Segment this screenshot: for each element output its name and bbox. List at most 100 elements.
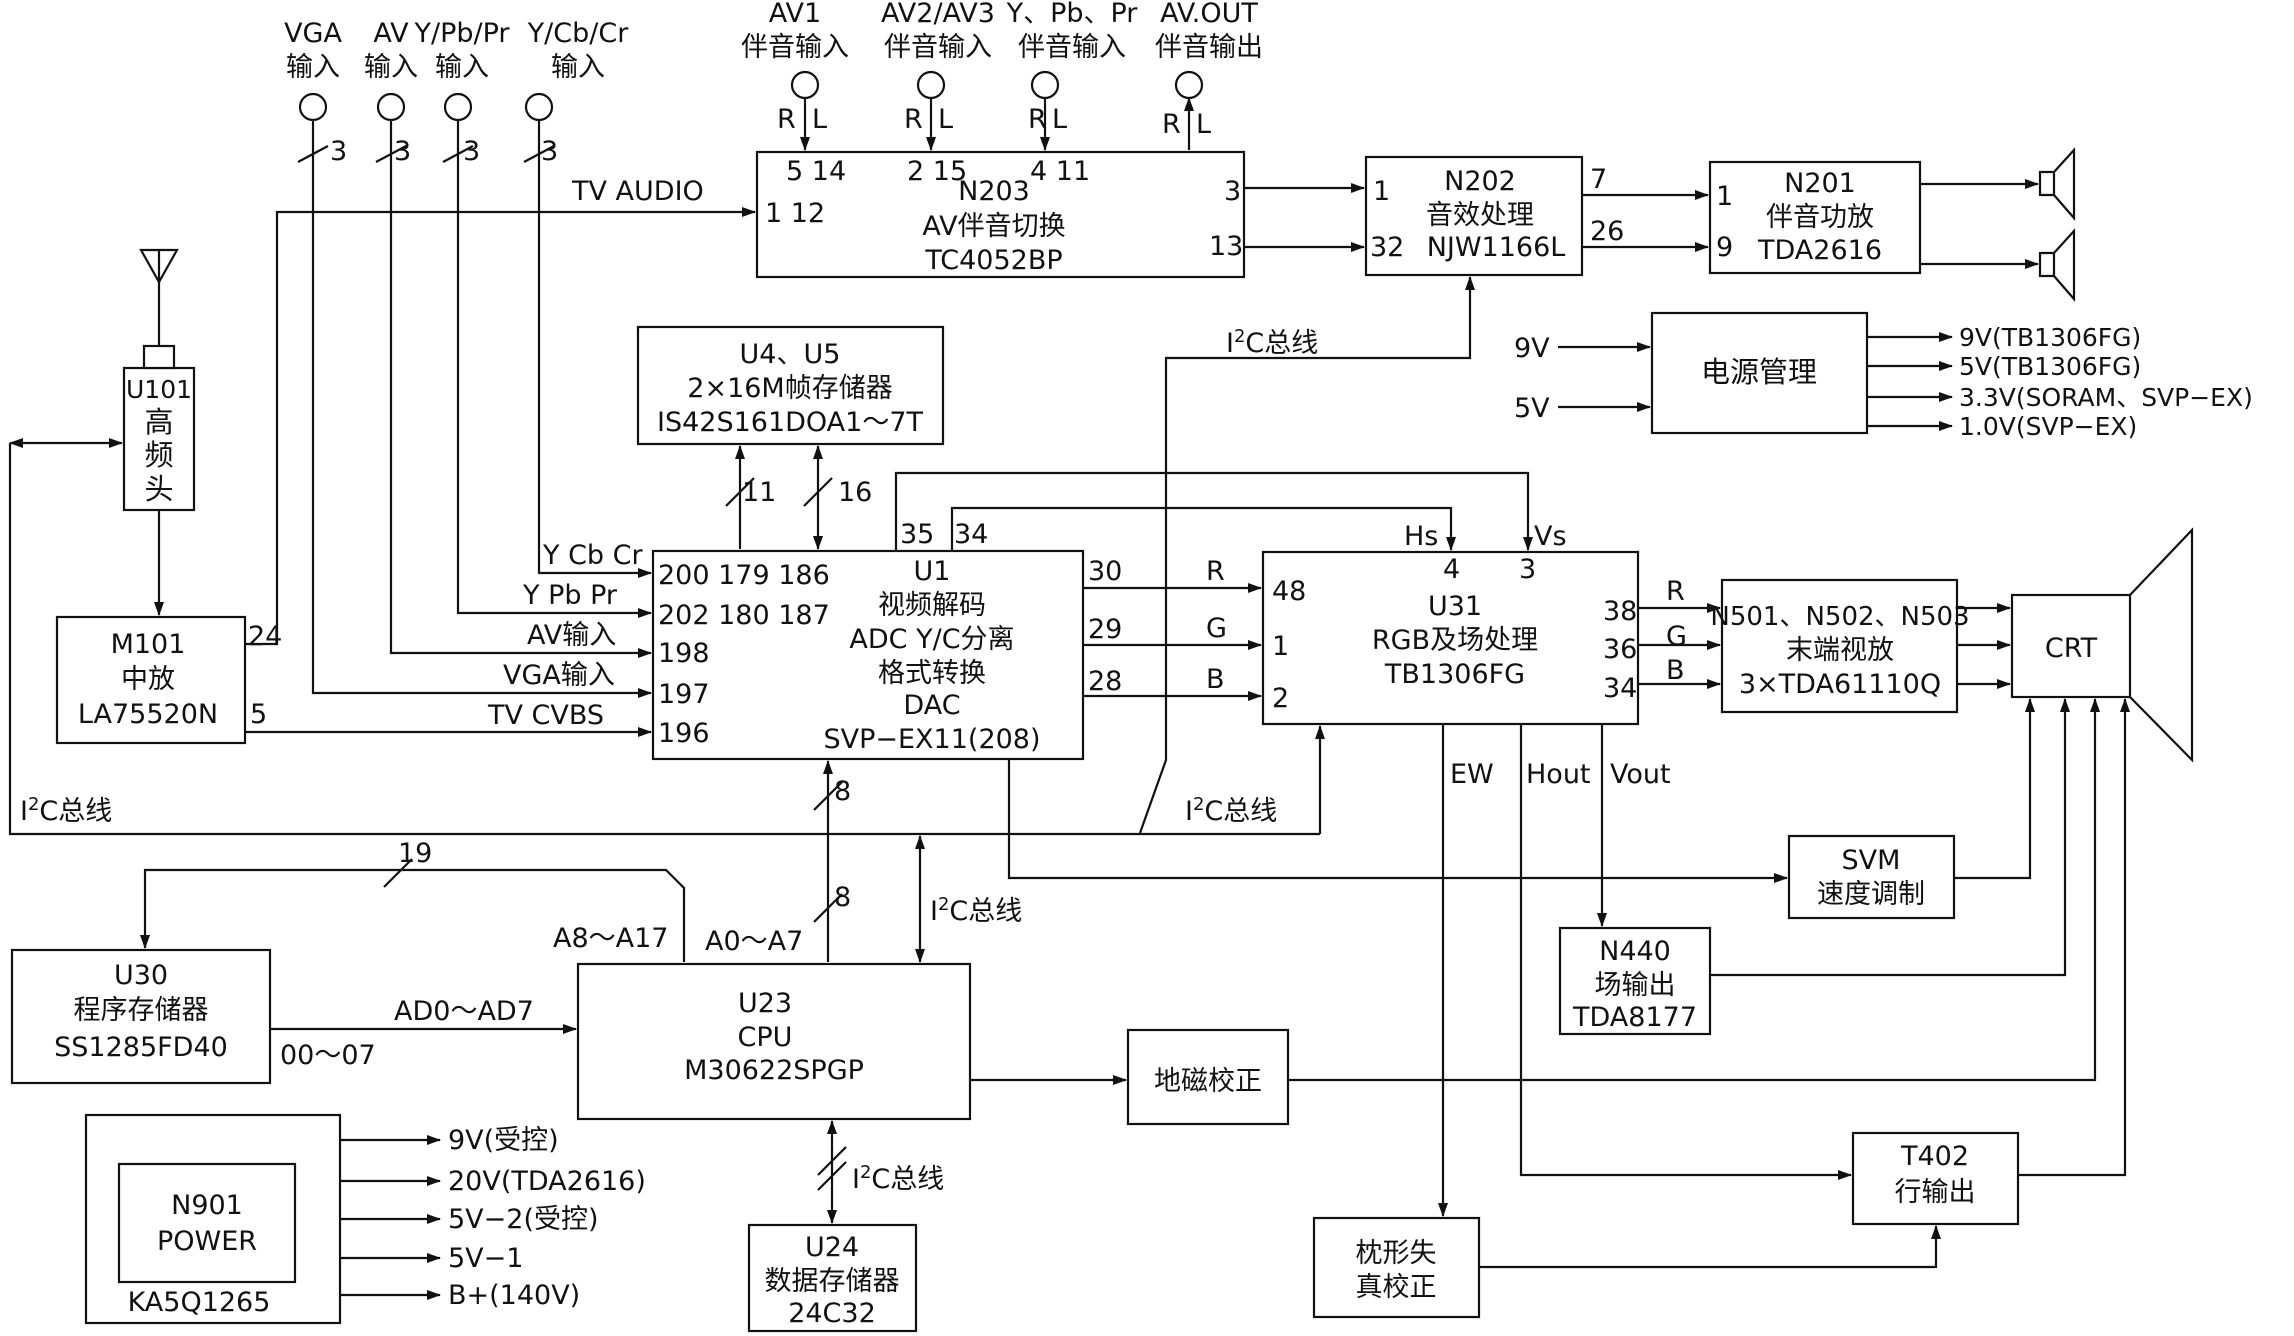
svg-text:3: 3: [1519, 554, 1536, 585]
n202-block: [1364, 155, 1584, 277]
n440-chip: TDA8177: [1572, 1002, 1697, 1033]
speaker-icon-2: [2038, 228, 2076, 302]
svg-text:11: 11: [742, 477, 776, 508]
av-input-sub: 输入: [364, 52, 418, 83]
u23-desc: CPU: [738, 1022, 793, 1053]
vga-connector: [298, 92, 328, 122]
svg-text:L: L: [1052, 104, 1067, 135]
t402-desc: 行输出: [1895, 1177, 1976, 1208]
svm-block: [1787, 834, 1956, 920]
svg-text:R: R: [1206, 556, 1225, 587]
svg-text:R: R: [1162, 109, 1181, 140]
geomag-block: [1126, 1028, 1290, 1126]
vout-label: Vout: [1610, 759, 1671, 790]
u101-line-2: 高: [144, 405, 173, 439]
pincushion-line-2: 真校正: [1356, 1272, 1437, 1303]
svg-text:Vs: Vs: [1534, 521, 1567, 552]
avout-audio-label: AV.OUT: [1160, 0, 1258, 29]
svg-text:197: 197: [658, 679, 710, 710]
svg-text:7: 7: [1590, 164, 1607, 195]
tv-audio-wire: [245, 207, 756, 646]
i2c-label-u31: I2C总线: [1185, 794, 1277, 827]
u1-line-3: ADC Y/C分离: [849, 624, 1014, 655]
crt-label: CRT: [2045, 633, 2098, 664]
u1-hs-wire: [950, 506, 1456, 551]
svg-text:28: 28: [1088, 666, 1122, 697]
geomag-label: 地磁校正: [1154, 1066, 1262, 1097]
u4u5-block: [636, 325, 945, 446]
svg-text:29: 29: [1088, 614, 1122, 645]
i2c-label-left: I2C总线: [20, 794, 112, 827]
n901-out-2: 20V(TDA2616): [448, 1166, 646, 1197]
svg-text:34: 34: [954, 519, 988, 550]
svg-text:1: 1: [1373, 176, 1390, 207]
avout-audio-connector: [1174, 70, 1204, 100]
i2c-label-u24: I2C总线: [852, 1162, 944, 1195]
blocks: [10, 150, 2132, 1333]
av-input-label: AV: [373, 18, 409, 49]
power-out-1: 9V(TB1306FG): [1959, 323, 2141, 352]
crt-bell-shape: [2129, 527, 2194, 763]
tv-cvbs-signal-label: TV CVBS: [487, 700, 604, 731]
power-out-2: 5V(TB1306FG): [1959, 352, 2141, 381]
crt-block: [2010, 593, 2132, 699]
av23-audio-label: AV2/AV3: [881, 0, 995, 29]
u30-block: [10, 948, 272, 1085]
vga-in-signal-label: VGA输入: [503, 660, 615, 691]
u1-line-5: DAC: [903, 690, 960, 721]
pincushion-block: [1312, 1216, 1481, 1319]
svg-text:26: 26: [1590, 216, 1624, 247]
ypbpr-bus-count: 3: [463, 136, 480, 167]
u24-desc: 数据存储器: [765, 1266, 900, 1297]
d00-d07-label: 00～07: [280, 1040, 376, 1071]
a8-a17-label: A8～A17: [553, 923, 668, 954]
svg-text:13: 13: [1209, 231, 1243, 262]
n201-chip: TDA2616: [1757, 235, 1882, 266]
ypbpr-audio-label: Y、Pb、Pr: [1006, 0, 1139, 29]
hout-label: Hout: [1526, 759, 1591, 790]
power-out-4: 1.0V(SVP−EX): [1959, 412, 2137, 441]
u30-desc: 程序存储器: [74, 995, 209, 1026]
u4u5-name: U4、U5: [740, 339, 841, 370]
u31-name: U31: [1428, 591, 1482, 622]
n440-name: N440: [1599, 936, 1671, 967]
svg-text:16: 16: [838, 477, 872, 508]
n901-inner-block: [117, 1162, 297, 1284]
svg-text:8: 8: [834, 776, 851, 807]
n901-chip: KA5Q1265: [128, 1287, 271, 1318]
n202-name: N202: [1444, 166, 1516, 197]
ycbcr-input-sub: 输入: [551, 52, 605, 83]
m101-block: [55, 615, 247, 745]
u31-desc: RGB及场处理: [1372, 625, 1538, 656]
wires: [8, 97, 2130, 1300]
av-in-signal-label: AV输入: [527, 620, 616, 651]
svg-text:R: R: [1028, 104, 1047, 135]
u1-line-2: 视频解码: [878, 590, 986, 621]
u24-name: U24: [805, 1232, 859, 1263]
n203-desc: AV伴音切换: [922, 211, 1065, 242]
u1-line-4: 格式转换: [878, 658, 986, 689]
ycbcr-signal-label: Y Cb Cr: [542, 540, 644, 571]
ycbcr-bus-count: 3: [541, 136, 558, 167]
svg-text:B: B: [1206, 664, 1225, 695]
av1-audio-label: AV1: [769, 0, 821, 29]
t402-name: T402: [1900, 1141, 1969, 1172]
n203-chip: TC4052BP: [924, 245, 1062, 276]
svg-text:19: 19: [398, 838, 432, 869]
power-out-3: 3.3V(SORAM、SVP−EX): [1959, 383, 2253, 412]
n203-block: [755, 150, 1246, 279]
svg-text:198: 198: [658, 638, 710, 669]
av-wire: [389, 120, 652, 658]
n203-pins-top-1: 5 14: [786, 156, 846, 187]
ycbcr-input-label: Y/Cb/Cr: [527, 18, 630, 49]
n501-desc: 末端视放: [1786, 635, 1894, 666]
n203-pin-in: 1 12: [765, 198, 825, 229]
vga-wire: [311, 120, 652, 698]
u24-block: [747, 1223, 918, 1333]
svg-text:196: 196: [658, 718, 710, 749]
n901-out-5: B+(140V): [448, 1280, 580, 1311]
u23-u30-address-bus: [140, 868, 686, 962]
n901-out-1: 9V(受控): [448, 1125, 559, 1156]
n901-out-4: 5V−1: [448, 1243, 523, 1274]
